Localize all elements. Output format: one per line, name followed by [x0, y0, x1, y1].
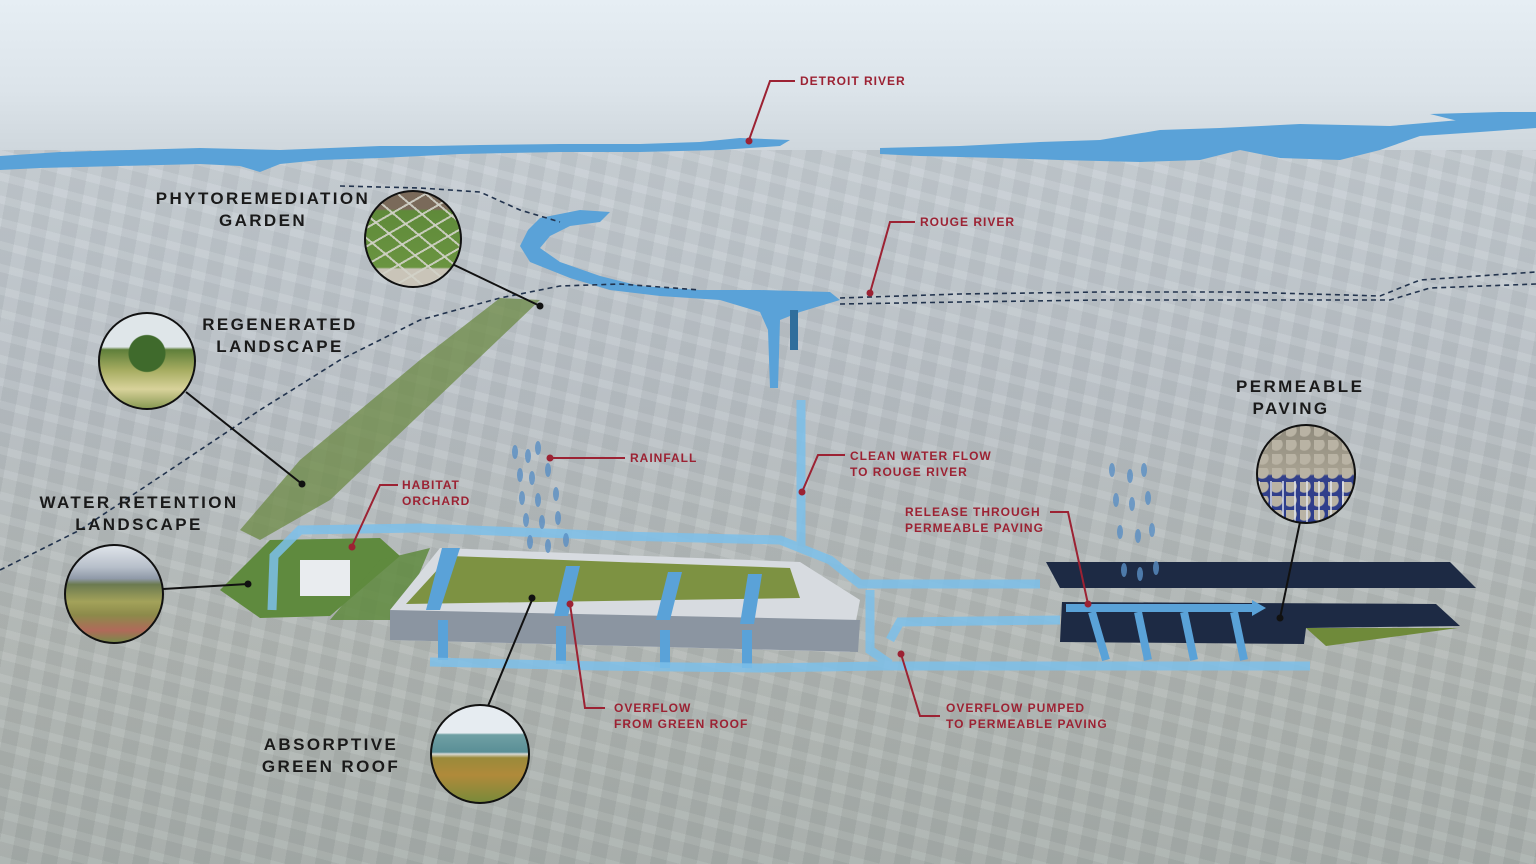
callout-detroit-river: DETROIT RIVER — [800, 73, 906, 89]
watershed-boundary-dashed-2 — [0, 283, 701, 571]
callout-title: REGENERATED — [202, 315, 358, 334]
callout-water-retention-landscape: WATER RETENTION LANDSCAPE — [30, 492, 248, 536]
rouge-boundary-dashed-2 — [839, 283, 1536, 305]
rouge-channel-arrow — [790, 310, 798, 350]
roof-overflow-arrows — [426, 548, 762, 668]
callout-overflow-pumped: OVERFLOW PUMPED TO PERMEABLE PAVING — [946, 700, 1108, 732]
permeable-paving-strip-upper — [1046, 562, 1476, 588]
permeable-paving-strip-lower — [1060, 602, 1460, 644]
callout-text: TO PERMEABLE PAVING — [946, 717, 1108, 731]
callout-text: RELEASE THROUGH — [905, 505, 1041, 519]
paving-flow-arrowhead — [1252, 600, 1266, 616]
rouge-boundary-dashed — [839, 271, 1536, 299]
photo-permeable-paving — [1256, 424, 1356, 524]
callout-title: LANDSCAPE — [75, 515, 203, 534]
red-leader-dots — [348, 137, 1092, 658]
photo-regenerated-landscape — [98, 312, 196, 410]
paving-release-arrows — [1066, 604, 1252, 662]
red-leader-lines — [351, 80, 1089, 717]
rainfall-drops — [512, 441, 1159, 581]
callout-release-through-paving: RELEASE THROUGH PERMEABLE PAVING — [905, 504, 1044, 536]
callout-title: PAVING — [1252, 399, 1330, 418]
callout-phytoremediation-garden: PHYTOREMEDIATION GARDEN — [146, 188, 380, 232]
callout-title: PERMEABLE — [1236, 377, 1365, 396]
callout-rouge-river: ROUGE RIVER — [920, 214, 1015, 230]
callout-title: WATER RETENTION — [39, 493, 239, 512]
habitat-orchard-building — [300, 560, 350, 596]
callout-rainfall: RAINFALL — [630, 450, 697, 466]
callout-regenerated-landscape: REGENERATED LANDSCAPE — [196, 314, 364, 358]
detroit-river-east — [1430, 112, 1536, 124]
callout-permeable-paving: PERMEABLE PAVING — [1236, 376, 1365, 420]
callout-title: PHYTOREMEDIATION — [155, 189, 371, 208]
callout-clean-water-flow: CLEAN WATER FLOW TO ROUGE RIVER — [850, 448, 992, 480]
callout-text: CLEAN WATER FLOW — [850, 449, 992, 463]
callout-text: RAINFALL — [630, 451, 698, 465]
green-roof-vegetation — [406, 556, 800, 604]
callout-text: PERMEABLE PAVING — [905, 521, 1044, 535]
callout-overflow-green-roof: OVERFLOW FROM GREEN ROOF — [614, 700, 748, 732]
callout-text: HABITAT — [402, 478, 460, 492]
photo-water-retention-landscape — [64, 544, 164, 644]
callout-text: OVERFLOW PUMPED — [946, 701, 1086, 715]
regenerated-green-corridor — [240, 298, 540, 540]
callout-text: ROUGE RIVER — [920, 215, 1016, 229]
callout-text: OVERFLOW — [614, 701, 692, 715]
callout-title: ABSORPTIVE — [263, 735, 399, 754]
callout-text: ORCHARD — [402, 494, 471, 508]
callout-text: DETROIT RIVER — [800, 74, 906, 88]
photo-absorptive-green-roof — [430, 704, 530, 804]
stormwater-flow-channels — [267, 400, 1310, 673]
callout-title: GREEN ROOF — [261, 757, 401, 776]
detroit-river-shape-right — [880, 118, 1536, 162]
callout-habitat-orchard: HABITAT ORCHARD — [402, 477, 470, 509]
paving-green-triangle — [1306, 628, 1458, 646]
rouge-river-shape — [520, 210, 840, 388]
detroit-river-shape — [0, 138, 790, 172]
callout-text: TO ROUGE RIVER — [850, 465, 968, 479]
callout-title: GARDEN — [218, 211, 308, 230]
callout-absorptive-green-roof: ABSORPTIVE GREEN ROOF — [256, 734, 406, 778]
black-leader-dots — [244, 302, 1284, 622]
photo-phytoremediation-garden — [364, 190, 462, 288]
callout-text: FROM GREEN ROOF — [614, 717, 749, 731]
callout-title: LANDSCAPE — [216, 337, 344, 356]
